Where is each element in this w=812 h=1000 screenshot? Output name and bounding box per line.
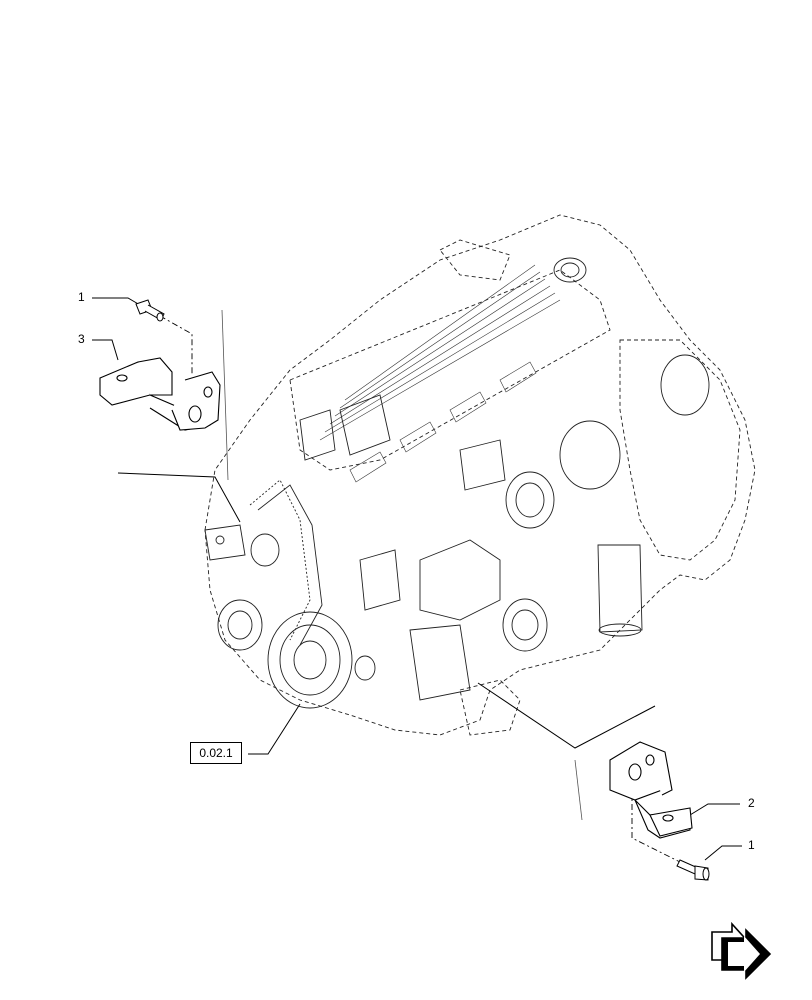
leader-left-bracket-to-engine <box>117 472 241 523</box>
reference-label: 0.02.1 <box>199 746 233 760</box>
leader-reference-to-pulley <box>248 703 301 755</box>
leader-callout-left-bracket <box>92 339 119 361</box>
leader-right-bracket-to-engine <box>477 682 656 749</box>
leader-callout-right-bolt <box>704 845 742 861</box>
engine-outline <box>204 214 756 736</box>
left-bolt <box>135 299 165 322</box>
guide-left-vertical <box>221 309 229 481</box>
leader-callout-right-bracket <box>689 803 740 816</box>
guide-right-vertical <box>574 759 583 821</box>
callout-left-bracket: 3 <box>78 332 85 346</box>
front-mount-boss <box>204 524 246 561</box>
callout-left-bolt: 1 <box>78 290 85 304</box>
callout-right-bracket: 2 <box>748 796 755 810</box>
front-pulleys <box>217 479 376 709</box>
double-arrow-icon <box>711 921 772 980</box>
leader-callout-left-bolt <box>92 297 141 306</box>
assembly-line-right <box>631 790 681 863</box>
left-bracket <box>99 357 221 431</box>
reference-box[interactable]: 0.02.1 <box>190 742 242 764</box>
turbo-components <box>299 257 710 701</box>
right-bracket <box>609 741 693 839</box>
valve-cover <box>319 264 561 483</box>
callout-right-bolt: 1 <box>748 838 755 852</box>
right-bolt <box>676 859 710 881</box>
